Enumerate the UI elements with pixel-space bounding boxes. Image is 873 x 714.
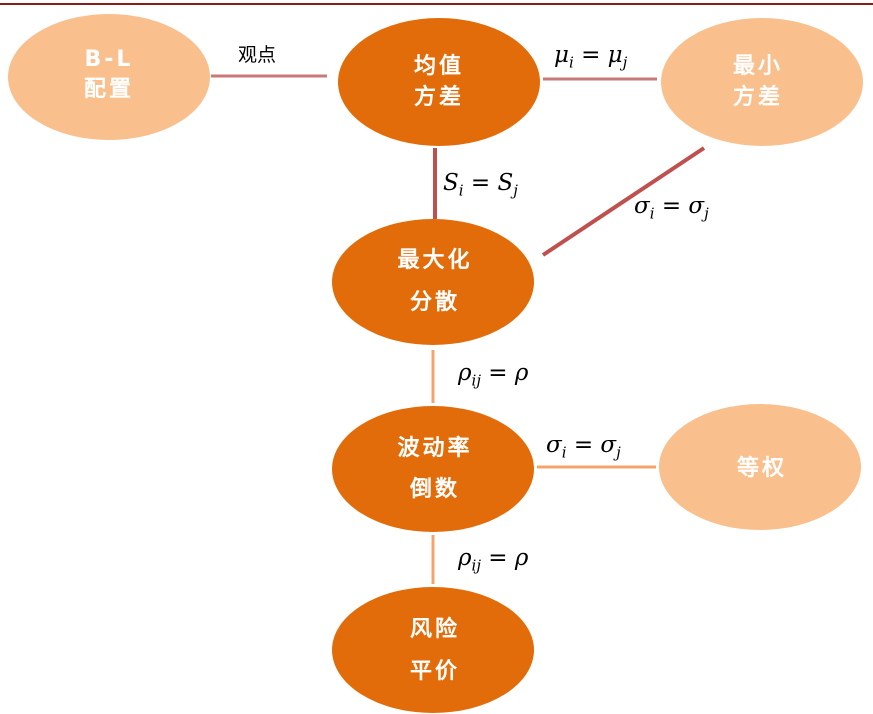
node-maxdiv-line2: 分散: [410, 290, 460, 315]
node-maxdiv-line1: 最大化: [397, 247, 472, 273]
node-inverse-volatility: [332, 406, 534, 532]
node-bl-line1: B-L: [85, 47, 134, 72]
edge-label-rho-1: ρij = ρ: [458, 360, 529, 390]
node-risk-parity: [332, 587, 534, 713]
node-minvar-line2: 方差: [733, 84, 783, 110]
node-invvol-line2: 倒数: [409, 476, 460, 502]
node-invvol-line1: 波动率: [397, 435, 472, 461]
edge-label-rho-2: ρij = ρ: [458, 545, 529, 575]
node-rp-line2: 平价: [410, 659, 460, 684]
edge-label-mu: μi = μj: [554, 42, 628, 72]
node-minvar-line1: 最小: [733, 54, 783, 79]
node-mv-line2: 方差: [414, 84, 464, 110]
edge-label-views: 观点: [238, 44, 277, 66]
node-min-variance: [661, 18, 863, 146]
node-equal-weight: [659, 404, 861, 530]
edge-label-sigma-1: σi = σj: [634, 193, 709, 223]
node-rp-line1: 风险: [410, 616, 460, 642]
node-mv-line1: 均值: [414, 53, 464, 79]
node-mean-variance: [338, 18, 540, 146]
edge-minvar-maxdiv: [541, 146, 706, 257]
node-bl-line2: 配置: [84, 77, 134, 102]
node-max-diversification: [332, 219, 534, 345]
node-eqw-line1: 等权: [737, 455, 787, 481]
edge-label-s: Si = Sj: [443, 170, 518, 200]
edge-label-sigma-2: σi = σj: [546, 432, 621, 462]
node-bl: [8, 14, 210, 140]
